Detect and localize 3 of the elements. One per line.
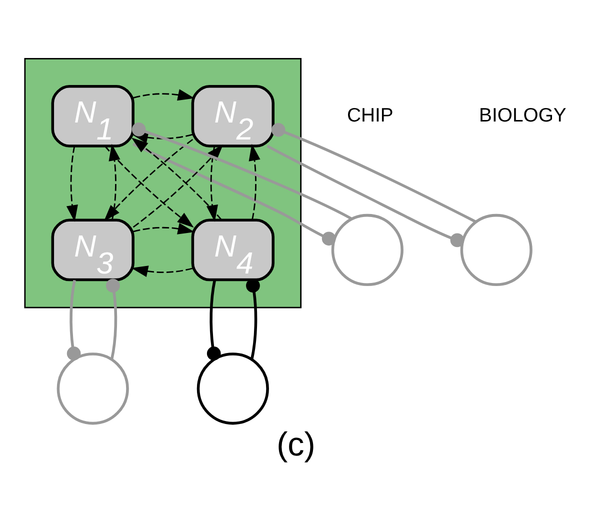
label: CHIP	[346, 104, 394, 126]
caption: (c)	[276, 426, 316, 464]
label: BIOLOGY	[479, 104, 566, 126]
